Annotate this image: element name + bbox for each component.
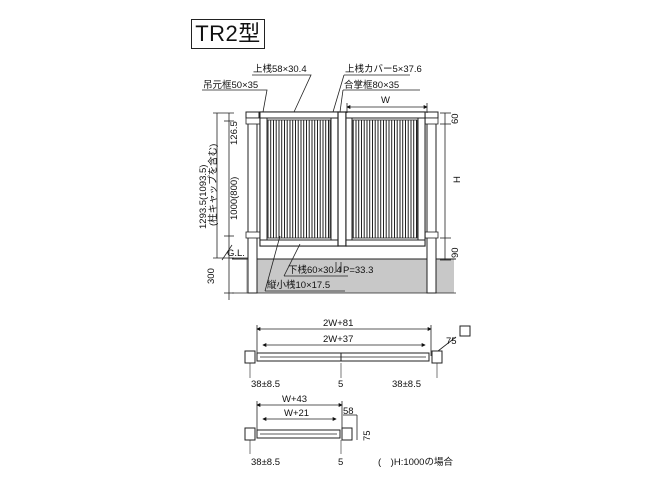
plan-view-double: 2W+81 2W+37 75 38±8.5 5 38±8.5: [244, 318, 471, 390]
plan-single-inner: W+21: [284, 408, 309, 419]
label-vertical-bar: 縦小桟10×17.5: [267, 279, 330, 291]
post-square-icon: [459, 325, 471, 337]
dimension-lines: [213, 103, 451, 300]
meeting-frame: [337, 111, 347, 247]
vertical-bars-left: [267, 119, 331, 239]
label-cap-note: (柱キャップを含む): [207, 144, 219, 226]
left-gate-leaf: [259, 111, 339, 247]
plan-single-post: 75: [362, 430, 373, 441]
label-hinge-frame: 吊元框50×35: [203, 79, 258, 91]
label-height-total: 1293.5(1093.5): [198, 165, 209, 229]
plan-single-left-offset: 38±8.5: [251, 457, 280, 468]
footnote: ( )H:1000の場合: [378, 456, 453, 468]
plan-double-center: 5: [338, 379, 343, 390]
plan-single-side: 58: [343, 406, 354, 417]
label-inner-height: 1000(800): [229, 177, 240, 220]
label-dim-60: 60: [450, 113, 461, 124]
label-top-rail-cover: 上桟カバー5×37.6: [345, 63, 422, 75]
ground-area: [246, 259, 454, 293]
label-top-rail: 上桟58×30.4: [253, 63, 307, 75]
plan-single-overall: W+43: [282, 394, 307, 405]
label-pitch: P=33.3: [343, 265, 373, 276]
leader-lines: [202, 74, 420, 292]
plan-double-right-offset: 38±8.5: [392, 379, 421, 390]
plan-double-post: 75: [446, 336, 457, 347]
label-dim-300: 300: [206, 268, 217, 284]
vertical-bars-right: [352, 119, 418, 239]
plan-double-inner: 2W+37: [323, 334, 353, 345]
plan-double-overall: 2W+81: [323, 318, 353, 329]
plan-view-single: W+43 W+21 58 75 38±8.5 5 ( )H:1000の場合: [244, 394, 453, 468]
label-height: H: [452, 176, 463, 183]
label-dim-126-5: 126.5: [229, 121, 240, 145]
label-meeting-frame: 合掌框80×35: [344, 79, 399, 91]
label-dim-90: 90: [450, 247, 461, 258]
label-width: W: [381, 95, 390, 106]
right-gate-leaf: [345, 111, 426, 247]
page-title: TR2型: [191, 19, 265, 49]
label-bottom-rail: 下桟60×30.4: [288, 264, 342, 276]
plan-single-center: 5: [338, 457, 343, 468]
plan-double-left-offset: 38±8.5: [251, 379, 280, 390]
label-gl: G.L.: [227, 248, 245, 259]
